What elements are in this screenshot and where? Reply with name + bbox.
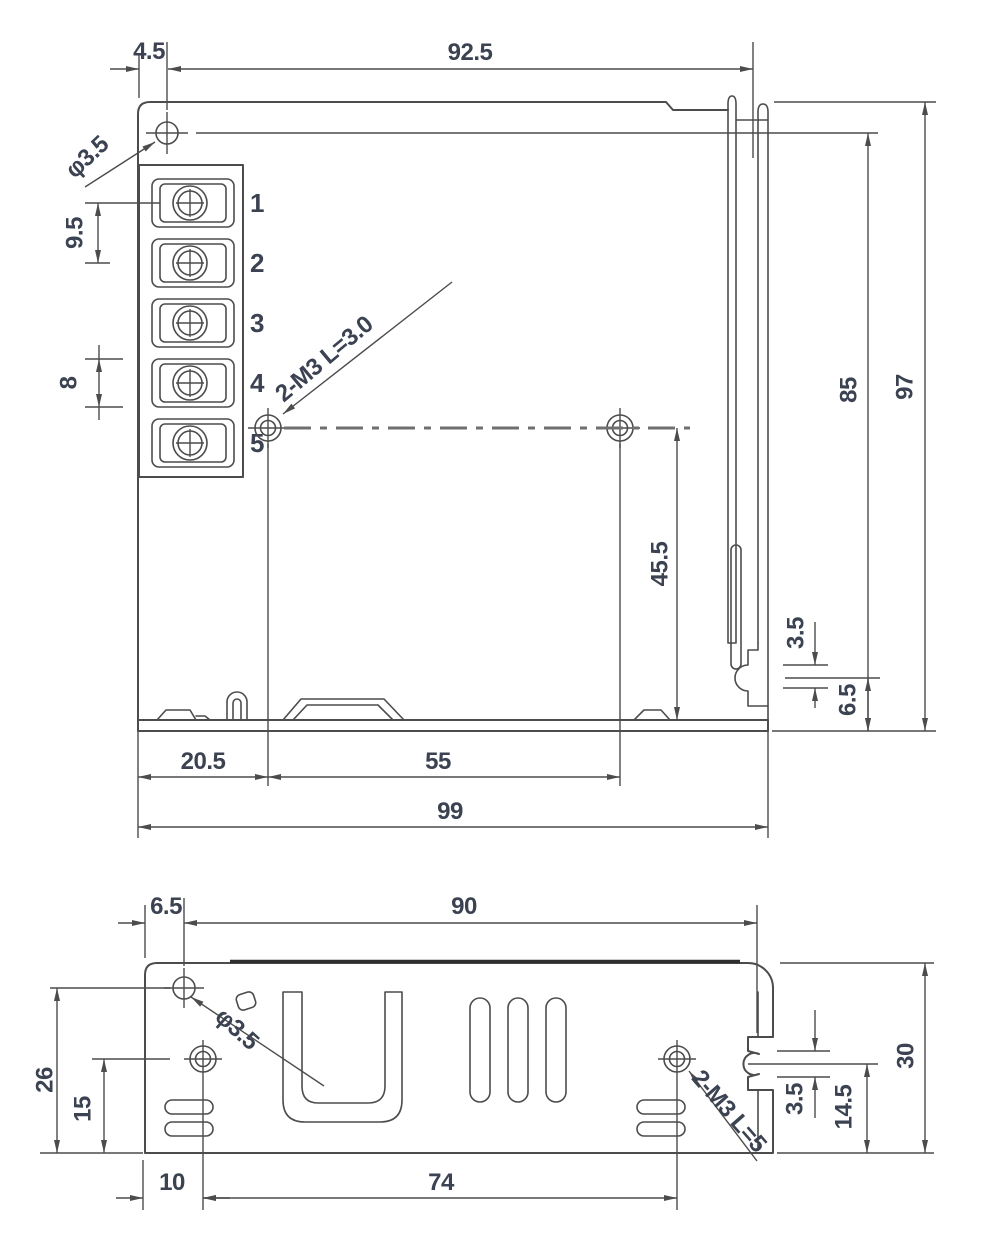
terminal-block: 1 2 3 4 5 — [138, 164, 266, 478]
terminal-3 — [151, 298, 235, 348]
mounting-hole-side-left — [184, 1040, 222, 1078]
terminal-label-5: 5 — [250, 428, 264, 458]
dim-3-5-side: 3.5 — [781, 1083, 808, 1115]
side-rail — [727, 95, 769, 721]
terminal-label-2: 2 — [250, 248, 264, 278]
side-view: 6.5 90 φ3.5 26 15 2-M3 L=5 10 74 — [31, 893, 934, 1210]
base-plate — [137, 719, 769, 732]
dim-30: 30 — [892, 1043, 919, 1069]
dim-4-5: 4.5 — [133, 38, 165, 65]
dim-74: 74 — [428, 1169, 455, 1196]
top-view-dimensions: 4.5 92.5 φ3.5 9.5 8 2-M3 L=3.0 45.5 85 9 — [55, 38, 936, 838]
dim-dia-3-5-side: φ3.5 — [210, 1003, 264, 1056]
dim-92-5: 92.5 — [448, 39, 493, 66]
dim-6-5-slot: 6.5 — [834, 684, 861, 716]
dim-26: 26 — [31, 1067, 58, 1093]
vent-slots-bottom — [164, 1099, 686, 1137]
dim-55: 55 — [425, 748, 451, 775]
dim-8: 8 — [55, 376, 82, 389]
dim-m3-note-side: 2-M3 L=5 — [686, 1065, 772, 1158]
dim-9-5: 9.5 — [61, 217, 88, 249]
terminal-label-4: 4 — [250, 368, 265, 398]
terminal-1 — [151, 178, 235, 228]
dim-97: 97 — [891, 374, 918, 400]
screw-hole-top — [146, 112, 188, 154]
vent-slots-vertical — [469, 997, 567, 1103]
dim-99: 99 — [437, 798, 463, 825]
screw-hole-side — [164, 968, 204, 1008]
terminal-label-3: 3 — [250, 308, 264, 338]
top-view: 1 2 3 4 5 4.5 92. — [55, 38, 936, 838]
terminal-5 — [151, 418, 235, 468]
rail-slot — [730, 544, 742, 670]
mounting-hole-side-right — [658, 1040, 696, 1078]
terminal-2 — [151, 238, 235, 288]
dim-45-5: 45.5 — [646, 541, 673, 586]
dim-3-5-slot: 3.5 — [782, 617, 809, 649]
top-view-outline — [137, 101, 729, 721]
side-view-dimensions: 6.5 90 φ3.5 26 15 2-M3 L=5 10 74 — [31, 893, 934, 1210]
terminal-label-1: 1 — [250, 188, 264, 218]
d-hole — [235, 991, 257, 1011]
mounting-hole-left — [248, 408, 288, 448]
dim-85: 85 — [835, 377, 862, 403]
dim-20-5: 20.5 — [181, 748, 226, 775]
dim-dia-3-5: φ3.5 — [60, 131, 114, 184]
bottom-feet — [156, 691, 671, 721]
dim-90: 90 — [451, 893, 477, 920]
dim-6-5-side: 6.5 — [150, 893, 182, 920]
terminal-4 — [151, 358, 235, 408]
dim-m3-note: 2-M3 L=3.0 — [270, 311, 378, 408]
dim-10: 10 — [159, 1169, 185, 1196]
dim-15: 15 — [69, 1096, 96, 1122]
rail-bracket-slot — [734, 642, 769, 707]
inlet-cutout — [282, 991, 403, 1123]
side-view-outline — [144, 962, 774, 1154]
dim-14-5: 14.5 — [830, 1084, 857, 1129]
